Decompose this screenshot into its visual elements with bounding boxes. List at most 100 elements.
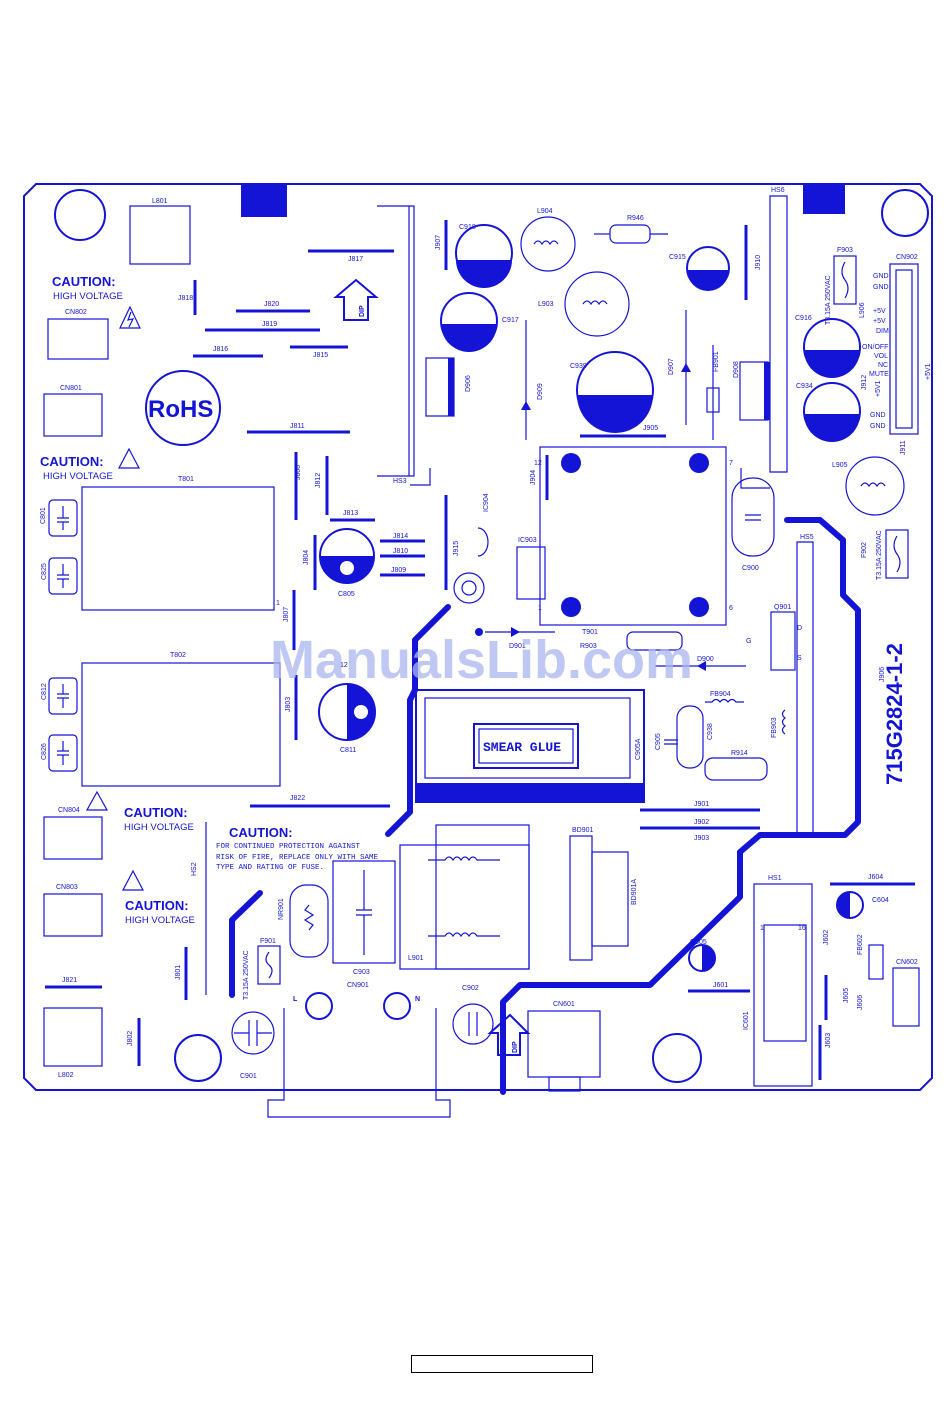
ic601-outline bbox=[763, 924, 807, 1042]
j818-label: J818 bbox=[178, 295, 193, 302]
c916-label: C916 bbox=[795, 315, 812, 322]
l901-label: L901 bbox=[408, 955, 424, 962]
t901-label: T901 bbox=[582, 629, 598, 636]
smear-glue-box-inner bbox=[478, 728, 574, 764]
caution-title: CAUTION: bbox=[125, 898, 189, 913]
ic904-mount bbox=[453, 572, 485, 604]
hs1-label: HS1 bbox=[768, 875, 782, 882]
cn802-label: CN802 bbox=[65, 309, 87, 316]
hs6-foot bbox=[740, 468, 770, 489]
l801-outline bbox=[129, 205, 191, 265]
fuse-symbol bbox=[893, 535, 901, 573]
q901-outline bbox=[770, 611, 796, 671]
cn902-pin-label: +5V bbox=[873, 308, 886, 315]
fb901-bead bbox=[706, 387, 720, 413]
l904-label: L904 bbox=[537, 208, 553, 215]
c916-fill bbox=[804, 350, 860, 378]
j803-label: J803 bbox=[285, 697, 292, 712]
j816-label: J816 bbox=[213, 346, 228, 353]
lightning-icon bbox=[127, 311, 135, 328]
c934-label: C934 bbox=[796, 383, 813, 390]
j822-label: J822 bbox=[290, 795, 305, 802]
warning-triangle-icon bbox=[118, 447, 140, 469]
j604-label: J604 bbox=[868, 874, 883, 881]
fuse-note-line-1: FOR CONTINUED PROTECTION AGAINST bbox=[216, 843, 361, 851]
c918-fill bbox=[456, 260, 512, 288]
j811-label: J811 bbox=[290, 423, 305, 430]
cn901-pin-n bbox=[383, 992, 411, 1020]
bd901-outline bbox=[569, 835, 593, 961]
r903-resistor bbox=[626, 631, 683, 651]
fb602-label: FB602 bbox=[857, 934, 864, 955]
c604-fill bbox=[837, 892, 850, 918]
l801-label: L801 bbox=[152, 198, 168, 205]
j907-label: J907 bbox=[435, 235, 442, 250]
j915-label: J915 bbox=[453, 541, 460, 556]
t801-outline bbox=[81, 486, 275, 611]
j902-label: J902 bbox=[694, 819, 709, 826]
l904-inductor bbox=[520, 216, 576, 272]
thick-trace bbox=[500, 517, 861, 1095]
f901-outline bbox=[257, 945, 281, 985]
j801-label: J801 bbox=[175, 965, 182, 980]
fb904-label: FB904 bbox=[710, 691, 731, 698]
footer-page-box bbox=[411, 1355, 593, 1373]
c605-fill bbox=[702, 945, 715, 971]
c811-hole bbox=[354, 705, 368, 719]
l905-label: L905 bbox=[832, 462, 848, 469]
j817-label: J817 bbox=[348, 256, 363, 263]
f903-outline bbox=[833, 255, 857, 305]
c812-outline bbox=[48, 677, 78, 715]
diode-symbol bbox=[511, 627, 520, 637]
d908-tab bbox=[764, 362, 770, 420]
cn902-side-label: +5V1 bbox=[925, 363, 932, 380]
cn902-pin-label: ON/OFF bbox=[862, 344, 888, 351]
q901-pin-g: G bbox=[746, 638, 751, 645]
warning-triangle-icon bbox=[85, 790, 109, 811]
board-outline bbox=[23, 183, 933, 1091]
thick-trace bbox=[385, 604, 451, 837]
l802-outline bbox=[43, 1007, 103, 1067]
cn902-pin-label: GND bbox=[873, 273, 889, 280]
j806-label: J806 bbox=[295, 465, 302, 480]
d908-outline bbox=[739, 361, 769, 421]
fb901-label: FB901 bbox=[713, 351, 720, 372]
neutral-terminal-label: N bbox=[415, 996, 420, 1003]
cn801-outline bbox=[43, 393, 103, 437]
l802-label: L802 bbox=[58, 1072, 74, 1079]
pin-mark: 1 bbox=[760, 925, 764, 932]
caution-title: CAUTION: bbox=[229, 825, 293, 840]
j813-label: J813 bbox=[343, 510, 358, 517]
ic904-label: IC904 bbox=[483, 493, 490, 512]
capacitor-symbol bbox=[468, 1012, 478, 1036]
capacitor-symbol bbox=[57, 741, 69, 765]
c604-label: C604 bbox=[872, 897, 889, 904]
c900-label: C900 bbox=[742, 565, 759, 572]
j904-label: J904 bbox=[530, 470, 537, 485]
c812-label: C812 bbox=[41, 683, 48, 700]
c917-label: C917 bbox=[502, 317, 519, 324]
capacitor-symbol bbox=[234, 1020, 272, 1046]
c901-capacitor bbox=[231, 1011, 275, 1055]
resistor-symbol bbox=[303, 904, 315, 931]
thick-trace bbox=[229, 890, 263, 998]
high-voltage-label: HIGH VOLTAGE bbox=[43, 471, 113, 482]
t801-label: T801 bbox=[178, 476, 194, 483]
fb903-symbol bbox=[781, 709, 786, 735]
pin-mark: 12 bbox=[340, 662, 348, 669]
pin-mark: 6 bbox=[729, 605, 733, 612]
inductor-symbol bbox=[860, 482, 886, 488]
j906-label: J906 bbox=[879, 667, 886, 682]
cn902-pin-label: MUTE bbox=[869, 371, 889, 378]
t901-outline bbox=[539, 446, 727, 626]
t802-outline bbox=[81, 662, 281, 787]
j814-label: J814 bbox=[393, 533, 408, 540]
pin-mark: 1 bbox=[538, 605, 542, 612]
pin-mark: 16 bbox=[798, 925, 806, 932]
mounting-hole bbox=[881, 189, 929, 237]
q901-pin-d: D bbox=[797, 625, 802, 632]
j601-label: J601 bbox=[713, 982, 728, 989]
c938-outline bbox=[676, 705, 704, 769]
cn901-pin-l bbox=[305, 992, 333, 1020]
cn601-latch bbox=[548, 1076, 581, 1092]
